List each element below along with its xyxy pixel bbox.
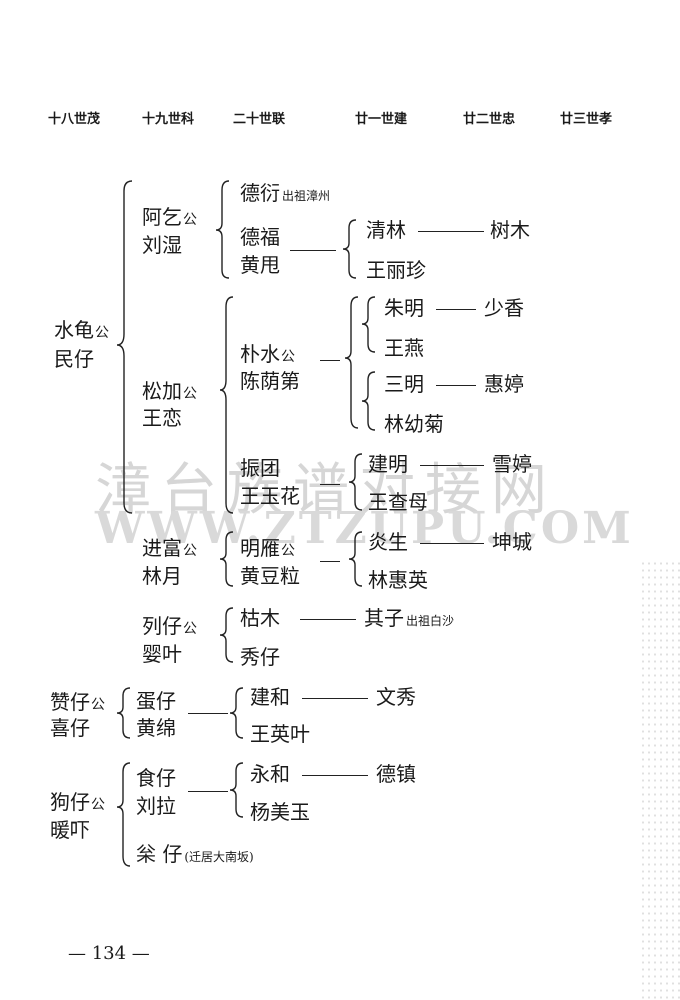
spouse-liula: 刘拉 <box>136 794 176 818</box>
spouse-wanglizhen: 王丽珍 <box>366 258 426 282</box>
person-yonghe: 永和 <box>250 762 290 786</box>
person-mingyan: 明雁公 <box>240 536 295 560</box>
generation-19: 十九世科 <box>142 112 195 127</box>
generation-23: 廿三世孝 <box>560 112 613 127</box>
bracket-pushui <box>344 296 359 429</box>
person-shuigui: 水龟公 <box>54 318 109 342</box>
link-defu <box>290 250 336 251</box>
child-shumu: 树木 <box>490 218 530 242</box>
link-yonghe <box>302 775 368 776</box>
spouse-wanglian: 王恋 <box>142 406 182 430</box>
spouse-wangyan: 王燕 <box>384 336 424 360</box>
link-jianhe <box>302 698 368 699</box>
link-jianming <box>420 465 484 466</box>
bracket-mingyan <box>348 531 363 587</box>
spouse-chenyindi: 陈荫第 <box>240 369 300 393</box>
spouse-xizi: 喜仔 <box>50 716 90 740</box>
generation-21: 廿一世建 <box>355 112 408 127</box>
bracket-zhentuan <box>348 453 363 511</box>
link-mingyan <box>320 561 340 562</box>
watermark-text: 漳台族谱对接网 <box>95 458 557 523</box>
generation-20: 二十世联 <box>233 112 286 127</box>
bracket-zhuming <box>361 296 376 353</box>
link-yansheng <box>420 543 484 544</box>
child-dezhen: 德镇 <box>376 762 416 786</box>
person-yansheng: 炎生 <box>368 530 408 554</box>
bracket-gouzi <box>116 762 131 867</box>
spouse-linyouju: 林幼菊 <box>384 412 444 436</box>
spouse-huangshuai: 黄甩 <box>240 253 280 277</box>
bracket-shuigui <box>116 180 133 514</box>
spouse-linyue: 林月 <box>142 564 182 588</box>
person-jinfu: 进富公 <box>142 536 197 560</box>
bracket-zanzi <box>116 687 131 739</box>
bracket-shizi <box>229 762 244 818</box>
child-wenxiu: 文秀 <box>376 685 416 709</box>
watermark-url: WWW.ZTZUPU.COM <box>95 503 634 554</box>
person-zhentuan: 振团 <box>240 456 280 480</box>
person-sanming: 三明 <box>384 372 424 396</box>
spouse-liushi: 刘湿 <box>142 233 182 257</box>
child-shaoxiang: 少香 <box>484 296 524 320</box>
generation-18: 十八世茂 <box>48 112 101 127</box>
person-defu: 德福 <box>240 225 280 249</box>
child-xueting: 雪婷 <box>492 452 532 476</box>
bracket-songjia <box>219 296 234 514</box>
bracket-defu <box>342 219 357 279</box>
person-liezi: 列仔公 <box>142 614 197 638</box>
spouse-wangchamu: 王查母 <box>368 490 428 514</box>
spouse-huangmian: 黄绵 <box>136 716 176 740</box>
spouse-xiuzi: 秀仔 <box>240 645 280 669</box>
person-zhuming: 朱明 <box>384 296 424 320</box>
scan-speckle <box>640 560 680 1000</box>
person-qinglin: 清林 <box>366 218 406 242</box>
link-danzi <box>188 713 228 714</box>
page-number: — 134 — <box>68 943 150 964</box>
person-jianming: 建明 <box>368 452 408 476</box>
bracket-liezi <box>219 607 234 663</box>
generation-22: 廿二世忠 <box>463 112 516 127</box>
person-jianhe: 建和 <box>250 685 290 709</box>
spouse-nuanxia: 暖吓 <box>50 818 90 842</box>
person-juanzi: 枀 仔(迁居大南坂) <box>136 842 254 866</box>
link-qinglin <box>418 231 484 232</box>
link-pushui <box>320 360 340 361</box>
link-sanming <box>436 385 476 386</box>
spouse-huangdouli: 黄豆粒 <box>240 564 300 588</box>
spouse-yangmeiyu: 杨美玉 <box>250 800 310 824</box>
person-deyan: 德衍出祖漳州 <box>240 181 331 205</box>
person-shizi: 食仔 <box>136 766 176 790</box>
child-qizi: 其子出祖白沙 <box>364 606 455 630</box>
person-kumu: 枯木 <box>240 606 280 630</box>
person-danzi: 蛋仔 <box>136 689 176 713</box>
bracket-jinfu <box>219 531 234 587</box>
spouse-mingzi: 民仔 <box>54 347 94 371</box>
person-zanzi: 赞仔公 <box>50 690 105 714</box>
person-pushui: 朴水公 <box>240 342 295 366</box>
child-huiting: 惠婷 <box>484 372 524 396</box>
bracket-aqi <box>215 180 230 279</box>
person-aqi: 阿乞公 <box>142 205 197 229</box>
child-kuncheng: 坤城 <box>492 530 532 554</box>
bracket-danzi <box>229 687 244 739</box>
spouse-wangyingye: 王英叶 <box>250 722 310 746</box>
person-songjia: 松加公 <box>142 379 197 403</box>
link-kumu <box>300 619 356 620</box>
spouse-yingye: 婴叶 <box>142 642 182 666</box>
link-zhentuan <box>320 484 340 485</box>
spouse-wangyuhua: 王玉花 <box>240 484 300 508</box>
link-shizi <box>188 791 228 792</box>
spouse-linhuiying: 林惠英 <box>368 568 428 592</box>
person-gouzi: 狗仔公 <box>50 790 105 814</box>
bracket-sanming <box>361 371 376 431</box>
link-zhuming <box>436 309 476 310</box>
